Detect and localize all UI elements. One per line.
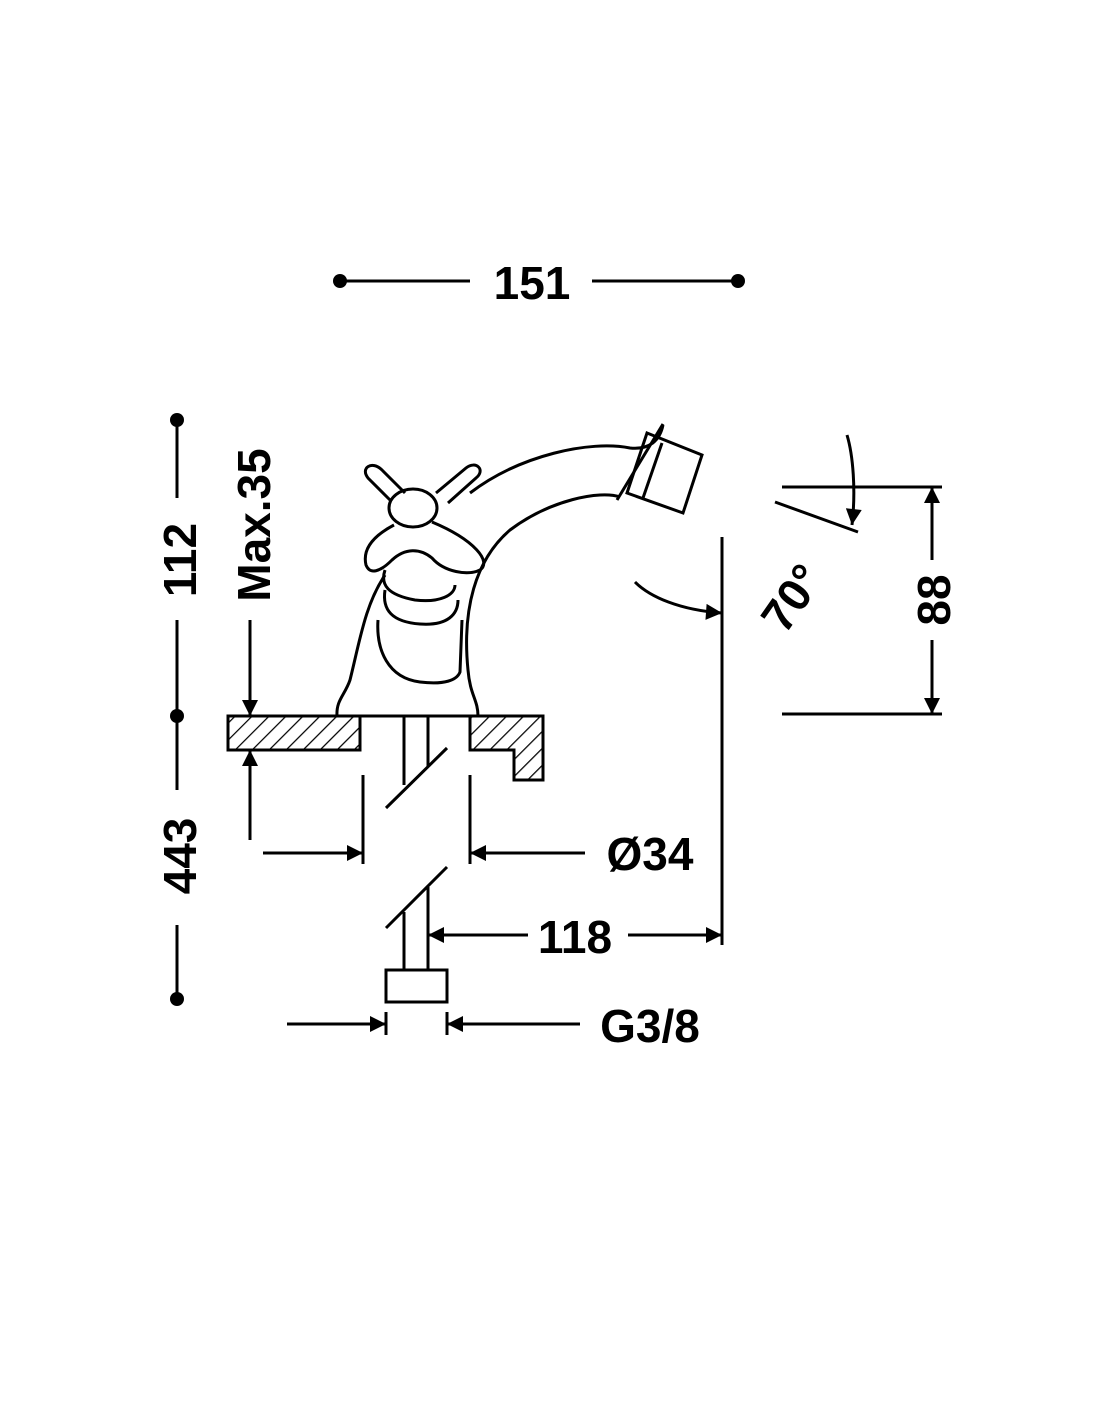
hole-diameter-label: Ø34 bbox=[607, 828, 694, 880]
deck-thickness-label: Max.35 bbox=[228, 448, 280, 601]
hose-length-label: 443 bbox=[154, 818, 206, 895]
thread-label: G3/8 bbox=[600, 1000, 700, 1052]
rotation-arrow bbox=[633, 580, 723, 620]
spout-angle-label: 70° bbox=[751, 554, 833, 641]
handle-arm bbox=[363, 464, 407, 502]
height-dimension: 112 443 bbox=[154, 413, 206, 1006]
height-label: 112 bbox=[154, 523, 206, 597]
bidet-mixer bbox=[335, 423, 704, 717]
spout-height-label: 88 bbox=[908, 574, 960, 625]
deck-section bbox=[226, 714, 545, 782]
spout-height-dimension: 88 bbox=[782, 485, 960, 716]
hole-diameter-dimension: Ø34 bbox=[263, 775, 694, 880]
supply-hose bbox=[384, 716, 449, 1004]
connection-nut bbox=[384, 968, 449, 1004]
reach-label: 118 bbox=[538, 911, 612, 963]
spout-angle-dimension: 70° bbox=[751, 434, 862, 641]
deck-thickness-dimension: Max.35 bbox=[228, 448, 280, 840]
thread-dimension: G3/8 bbox=[287, 1000, 700, 1052]
spout-nozzle bbox=[625, 431, 704, 515]
width-label: 151 bbox=[494, 257, 571, 309]
width-dimension: 151 bbox=[333, 257, 745, 309]
handle-knob bbox=[387, 487, 439, 529]
reach-dimension: 118 bbox=[428, 911, 722, 963]
